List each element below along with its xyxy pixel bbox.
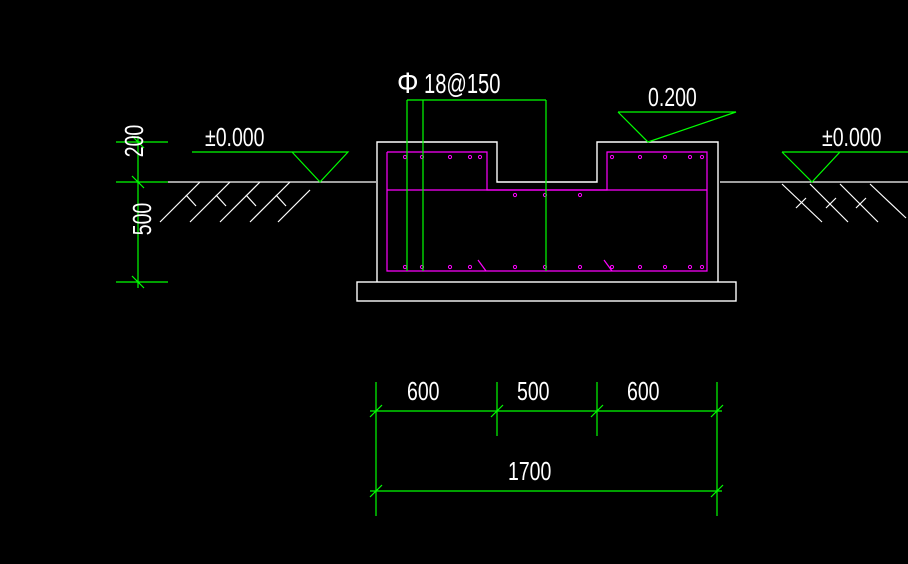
level-right-label: ±0.000	[822, 122, 881, 151]
tick-mid	[131, 175, 145, 189]
rebar-dot	[467, 264, 473, 270]
tick-top	[131, 135, 145, 149]
dim-width-right: 600	[627, 376, 660, 405]
vertical-dimensions	[116, 135, 168, 289]
rebar-callout-leaders	[406, 99, 547, 271]
rebar-dot	[699, 154, 705, 160]
tick-bottom	[131, 275, 145, 289]
level-mark-right: ±0.000	[781, 122, 908, 183]
cushion-layer	[356, 281, 737, 302]
rebar-dots	[402, 154, 705, 270]
tick-total-right	[710, 484, 724, 498]
earth-hatch-right	[781, 183, 907, 223]
rebar-dot	[447, 154, 453, 160]
reinforcement	[386, 151, 708, 272]
dim-height-upper: 200	[119, 125, 148, 158]
level-top-label: 0.200	[648, 82, 697, 111]
rebar-dot	[687, 264, 693, 270]
rebar-dot	[512, 264, 518, 270]
rebar-dot	[699, 264, 705, 270]
rebar-dot	[687, 154, 693, 160]
rebar-callout-text: 18@150	[424, 69, 500, 100]
tick-seg-1	[369, 404, 383, 418]
tick-seg-2	[490, 404, 504, 418]
rebar-hook-left	[477, 259, 487, 272]
rebar-dot	[447, 264, 453, 270]
rebar-dot	[542, 192, 548, 198]
dim-width-left: 600	[407, 376, 440, 405]
foundation-outline	[356, 141, 737, 302]
horizontal-dimensions	[369, 382, 724, 516]
rebar-symbol: Φ	[397, 67, 419, 101]
rebar-dot	[402, 154, 408, 160]
level-mark-top: 0.200	[617, 82, 737, 143]
foundation-body	[376, 141, 719, 282]
rebar-dot	[512, 192, 518, 198]
tick-seg-4	[710, 404, 724, 418]
rebar-hook-right	[603, 259, 613, 272]
earth-hatch-left	[159, 181, 311, 223]
level-left-label: ±0.000	[205, 122, 264, 151]
rebar-dot	[402, 264, 408, 270]
level-mark-left: ±0.000	[192, 122, 350, 183]
level-triangle-left	[192, 151, 350, 183]
rebar-cage-outline	[386, 151, 708, 272]
rebar-dot	[477, 154, 483, 160]
rebar-dot	[542, 264, 548, 270]
dim-width-total: 1700	[508, 456, 551, 485]
tick-seg-3	[590, 404, 604, 418]
rebar-dot	[467, 154, 473, 160]
level-triangle-top	[617, 111, 737, 143]
rebar-dot	[609, 154, 615, 160]
rebar-dot	[662, 264, 668, 270]
rebar-dot	[637, 154, 643, 160]
rebar-dot	[609, 264, 615, 270]
rebar-callout: Φ 18@150	[397, 67, 500, 101]
dim-height-lower: 500	[127, 203, 156, 236]
dim-width-mid: 500	[517, 376, 550, 405]
rebar-dot	[637, 264, 643, 270]
rebar-dot	[577, 192, 583, 198]
tick-total-left	[369, 484, 383, 498]
rebar-dot	[577, 264, 583, 270]
level-triangle-right	[781, 151, 908, 183]
rebar-dot	[662, 154, 668, 160]
